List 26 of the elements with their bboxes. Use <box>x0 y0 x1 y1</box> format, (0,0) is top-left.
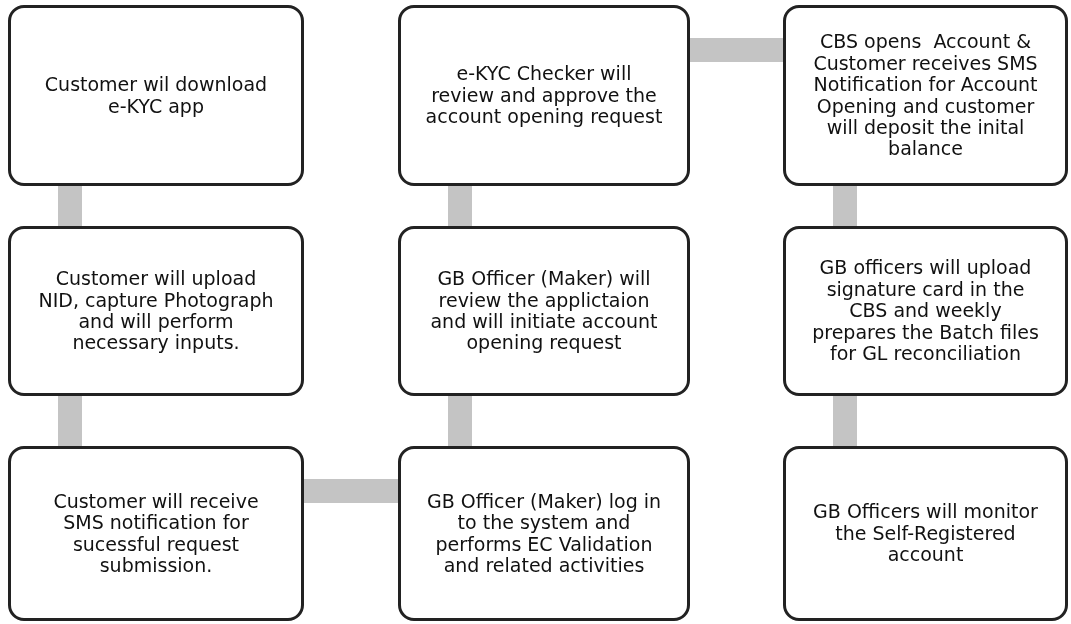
connector-bar <box>304 479 398 503</box>
step-text: Customer will upload NID, capture Photograph and will perform necessary inputs. <box>37 268 275 354</box>
step-text: GB Officers will monitor the Self-Registered account <box>812 501 1039 566</box>
connector-bar <box>833 186 857 226</box>
step-text: e-KYC Checker will review and approve the account opening request <box>424 63 664 128</box>
process-box <box>8 5 304 186</box>
process-box <box>398 446 690 621</box>
step-text: Customer will receive SMS notification for sucessful request submission. <box>52 490 260 577</box>
step-text: CBS opens Account & Customer receives SMS Notification for Account Opening and customer will deposit the inital balance <box>812 31 1039 160</box>
process-box <box>398 226 690 396</box>
process-box <box>8 226 304 396</box>
process-box <box>8 446 304 621</box>
step-text: GB officers will upload signature card in the CBS and weekly prepares the Batch files for GL reconciliation <box>811 257 1040 365</box>
step-text: Customer wil download e-KYC app <box>43 74 269 117</box>
step-text: GB Officer (Maker) log in to the system and performs EC Validation and related activities <box>425 490 663 577</box>
process-box <box>783 226 1068 396</box>
connector-bar <box>833 396 857 446</box>
process-box <box>783 5 1068 186</box>
connector-bar <box>690 38 783 62</box>
connector-bar <box>448 186 472 226</box>
connector-bar <box>448 396 472 446</box>
connector-bar <box>58 396 82 446</box>
process-box <box>783 446 1068 621</box>
step-text: GB Officer (Maker) will review the applictaion and will initiate account opening request <box>429 268 659 354</box>
process-box <box>398 5 690 186</box>
connector-bar <box>58 186 82 226</box>
